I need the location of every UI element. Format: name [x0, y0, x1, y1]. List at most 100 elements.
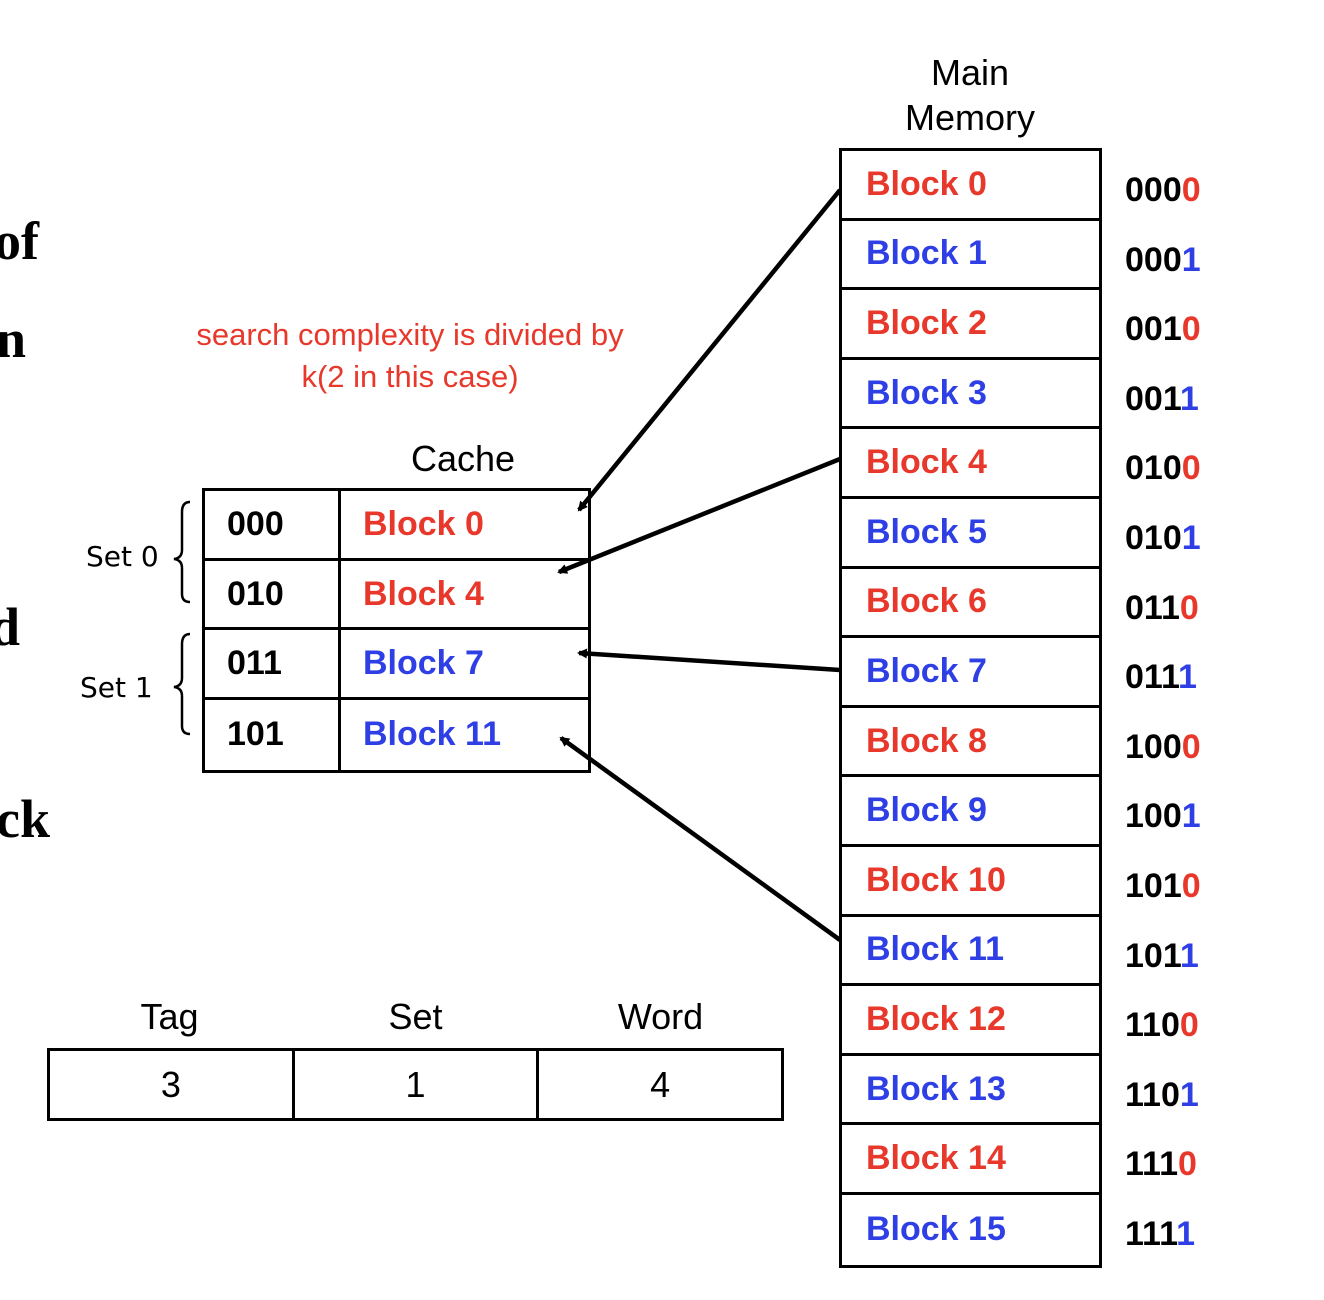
- address-prefix: 110: [1125, 1006, 1180, 1045]
- cache-tag: 000: [205, 491, 341, 558]
- memory-block-label: Block 7: [866, 651, 987, 690]
- memory-block-0: Block 0: [842, 151, 1099, 221]
- memory-address-1: 0001: [1125, 243, 1201, 277]
- cache-block: Block 11: [363, 715, 501, 754]
- set-1-label: Set 1: [80, 671, 153, 704]
- address-last-bit: 1: [1181, 519, 1201, 557]
- memory-block-4: Block 4: [842, 429, 1099, 499]
- arrow-block-4: [557, 456, 841, 575]
- memory-block-13: Block 13: [842, 1056, 1099, 1126]
- cut-text-2: n: [0, 309, 27, 369]
- note-line-1: search complexity is divided by: [196, 317, 624, 352]
- cache-tag: 101: [205, 700, 341, 770]
- memory-block-5: Block 5: [842, 499, 1099, 569]
- memory-block-1: Block 1: [842, 221, 1099, 291]
- memory-address-2: 0010: [1125, 312, 1201, 346]
- memory-block-label: Block 4: [866, 443, 987, 482]
- memory-address-10: 1010: [1125, 869, 1201, 903]
- memory-block-label: Block 5: [866, 512, 987, 551]
- address-last-bit: 0: [1179, 1006, 1199, 1045]
- address-prefix: 010: [1125, 449, 1182, 488]
- memory-block-11: Block 11: [842, 917, 1099, 987]
- format-header-set: Set: [388, 996, 443, 1037]
- arrow-block-0: [577, 188, 842, 512]
- address-last-bit: 0: [1177, 1145, 1197, 1184]
- memory-block-7: Block 7: [842, 638, 1099, 708]
- memory-block-label: Block 11: [866, 930, 1004, 969]
- memory-address-7: 0111: [1125, 660, 1197, 694]
- set-0-label: Set 0: [86, 540, 159, 573]
- cache-block: Block 7: [363, 644, 484, 683]
- memory-block-label: Block 2: [866, 303, 987, 342]
- note-line-2: k(2 in this case): [301, 359, 519, 394]
- memory-block-12: Block 12: [842, 986, 1099, 1056]
- memory-block-label: Block 6: [866, 582, 987, 621]
- address-last-bit: 1: [1176, 1215, 1196, 1253]
- address-prefix: 100: [1125, 727, 1182, 766]
- address-last-bit: 1: [1179, 936, 1199, 975]
- cache-block: Block 0: [363, 504, 484, 543]
- format-set-bits: 1: [295, 1051, 540, 1118]
- memory-block-label: Block 14: [866, 1139, 1006, 1178]
- address-prefix: 101: [1125, 867, 1182, 905]
- address-last-bit: 1: [1181, 240, 1201, 279]
- address-last-bit: 0: [1181, 727, 1201, 766]
- format-header-word: Word: [617, 996, 704, 1037]
- address-prefix: 010: [1125, 519, 1182, 557]
- address-prefix: 000: [1125, 171, 1182, 209]
- memory-address-0: 0000: [1125, 173, 1201, 207]
- arrow-block-7: [577, 648, 841, 673]
- memory-block-15: Block 15: [842, 1195, 1099, 1265]
- address-last-bit: 1: [1181, 797, 1201, 836]
- address-prefix: 111: [1125, 1215, 1177, 1253]
- address-prefix: 011: [1125, 658, 1178, 697]
- memory-address-13: 1101: [1125, 1078, 1199, 1112]
- format-word-bits: 4: [650, 1063, 671, 1105]
- memory-block-2: Block 2: [842, 290, 1099, 360]
- memory-block-10: Block 10: [842, 847, 1099, 917]
- address-last-bit: 0: [1179, 588, 1199, 627]
- cache-tag: 011: [205, 630, 341, 698]
- memory-address-6: 0110: [1125, 591, 1199, 625]
- cache-line: 011 Block 7: [205, 630, 588, 701]
- memory-block-3: Block 3: [842, 360, 1099, 430]
- memory-address-15: 1111: [1125, 1217, 1195, 1251]
- memory-address-11: 1011: [1125, 939, 1199, 973]
- address-prefix: 111: [1125, 1145, 1178, 1184]
- memory-address-14: 1110: [1125, 1147, 1197, 1181]
- set-0-brace: [173, 500, 191, 604]
- memory-block-label: Block 3: [866, 373, 987, 412]
- address-last-bit: 1: [1179, 379, 1199, 418]
- address-prefix: 011: [1125, 588, 1180, 627]
- address-prefix: 100: [1125, 797, 1182, 836]
- cache-line: 000 Block 0: [205, 491, 588, 561]
- address-last-bit: 1: [1177, 658, 1197, 697]
- memory-block-label: Block 8: [866, 721, 987, 760]
- memory-block-label: Block 9: [866, 791, 987, 830]
- memory-block-label: Block 0: [866, 164, 987, 203]
- cache-block: Block 4: [363, 574, 484, 613]
- format-header-tag: Tag: [140, 996, 199, 1037]
- cut-text-4: ck: [0, 789, 50, 849]
- cache-line: 101 Block 11: [205, 700, 588, 770]
- memory-address-12: 1100: [1125, 1008, 1199, 1042]
- memory-address-9: 1001: [1125, 799, 1201, 833]
- set-1-brace: [173, 632, 191, 736]
- format-tag-bits: 3: [50, 1051, 295, 1118]
- address-last-bit: 0: [1181, 171, 1201, 209]
- address-last-bit: 1: [1179, 1075, 1199, 1114]
- address-last-bit: 0: [1181, 449, 1201, 488]
- arrow-block-11: [559, 736, 842, 942]
- cut-text-1: of: [0, 211, 39, 271]
- memory-address-5: 0101: [1125, 521, 1201, 555]
- memory-block-8: Block 8: [842, 708, 1099, 778]
- address-prefix: 001: [1125, 379, 1180, 418]
- memory-block-6: Block 6: [842, 569, 1099, 639]
- address-prefix: 000: [1125, 240, 1182, 279]
- cache-title: Cache: [410, 438, 516, 479]
- address-prefix: 001: [1125, 310, 1182, 349]
- memory-block-label: Block 1: [866, 234, 987, 273]
